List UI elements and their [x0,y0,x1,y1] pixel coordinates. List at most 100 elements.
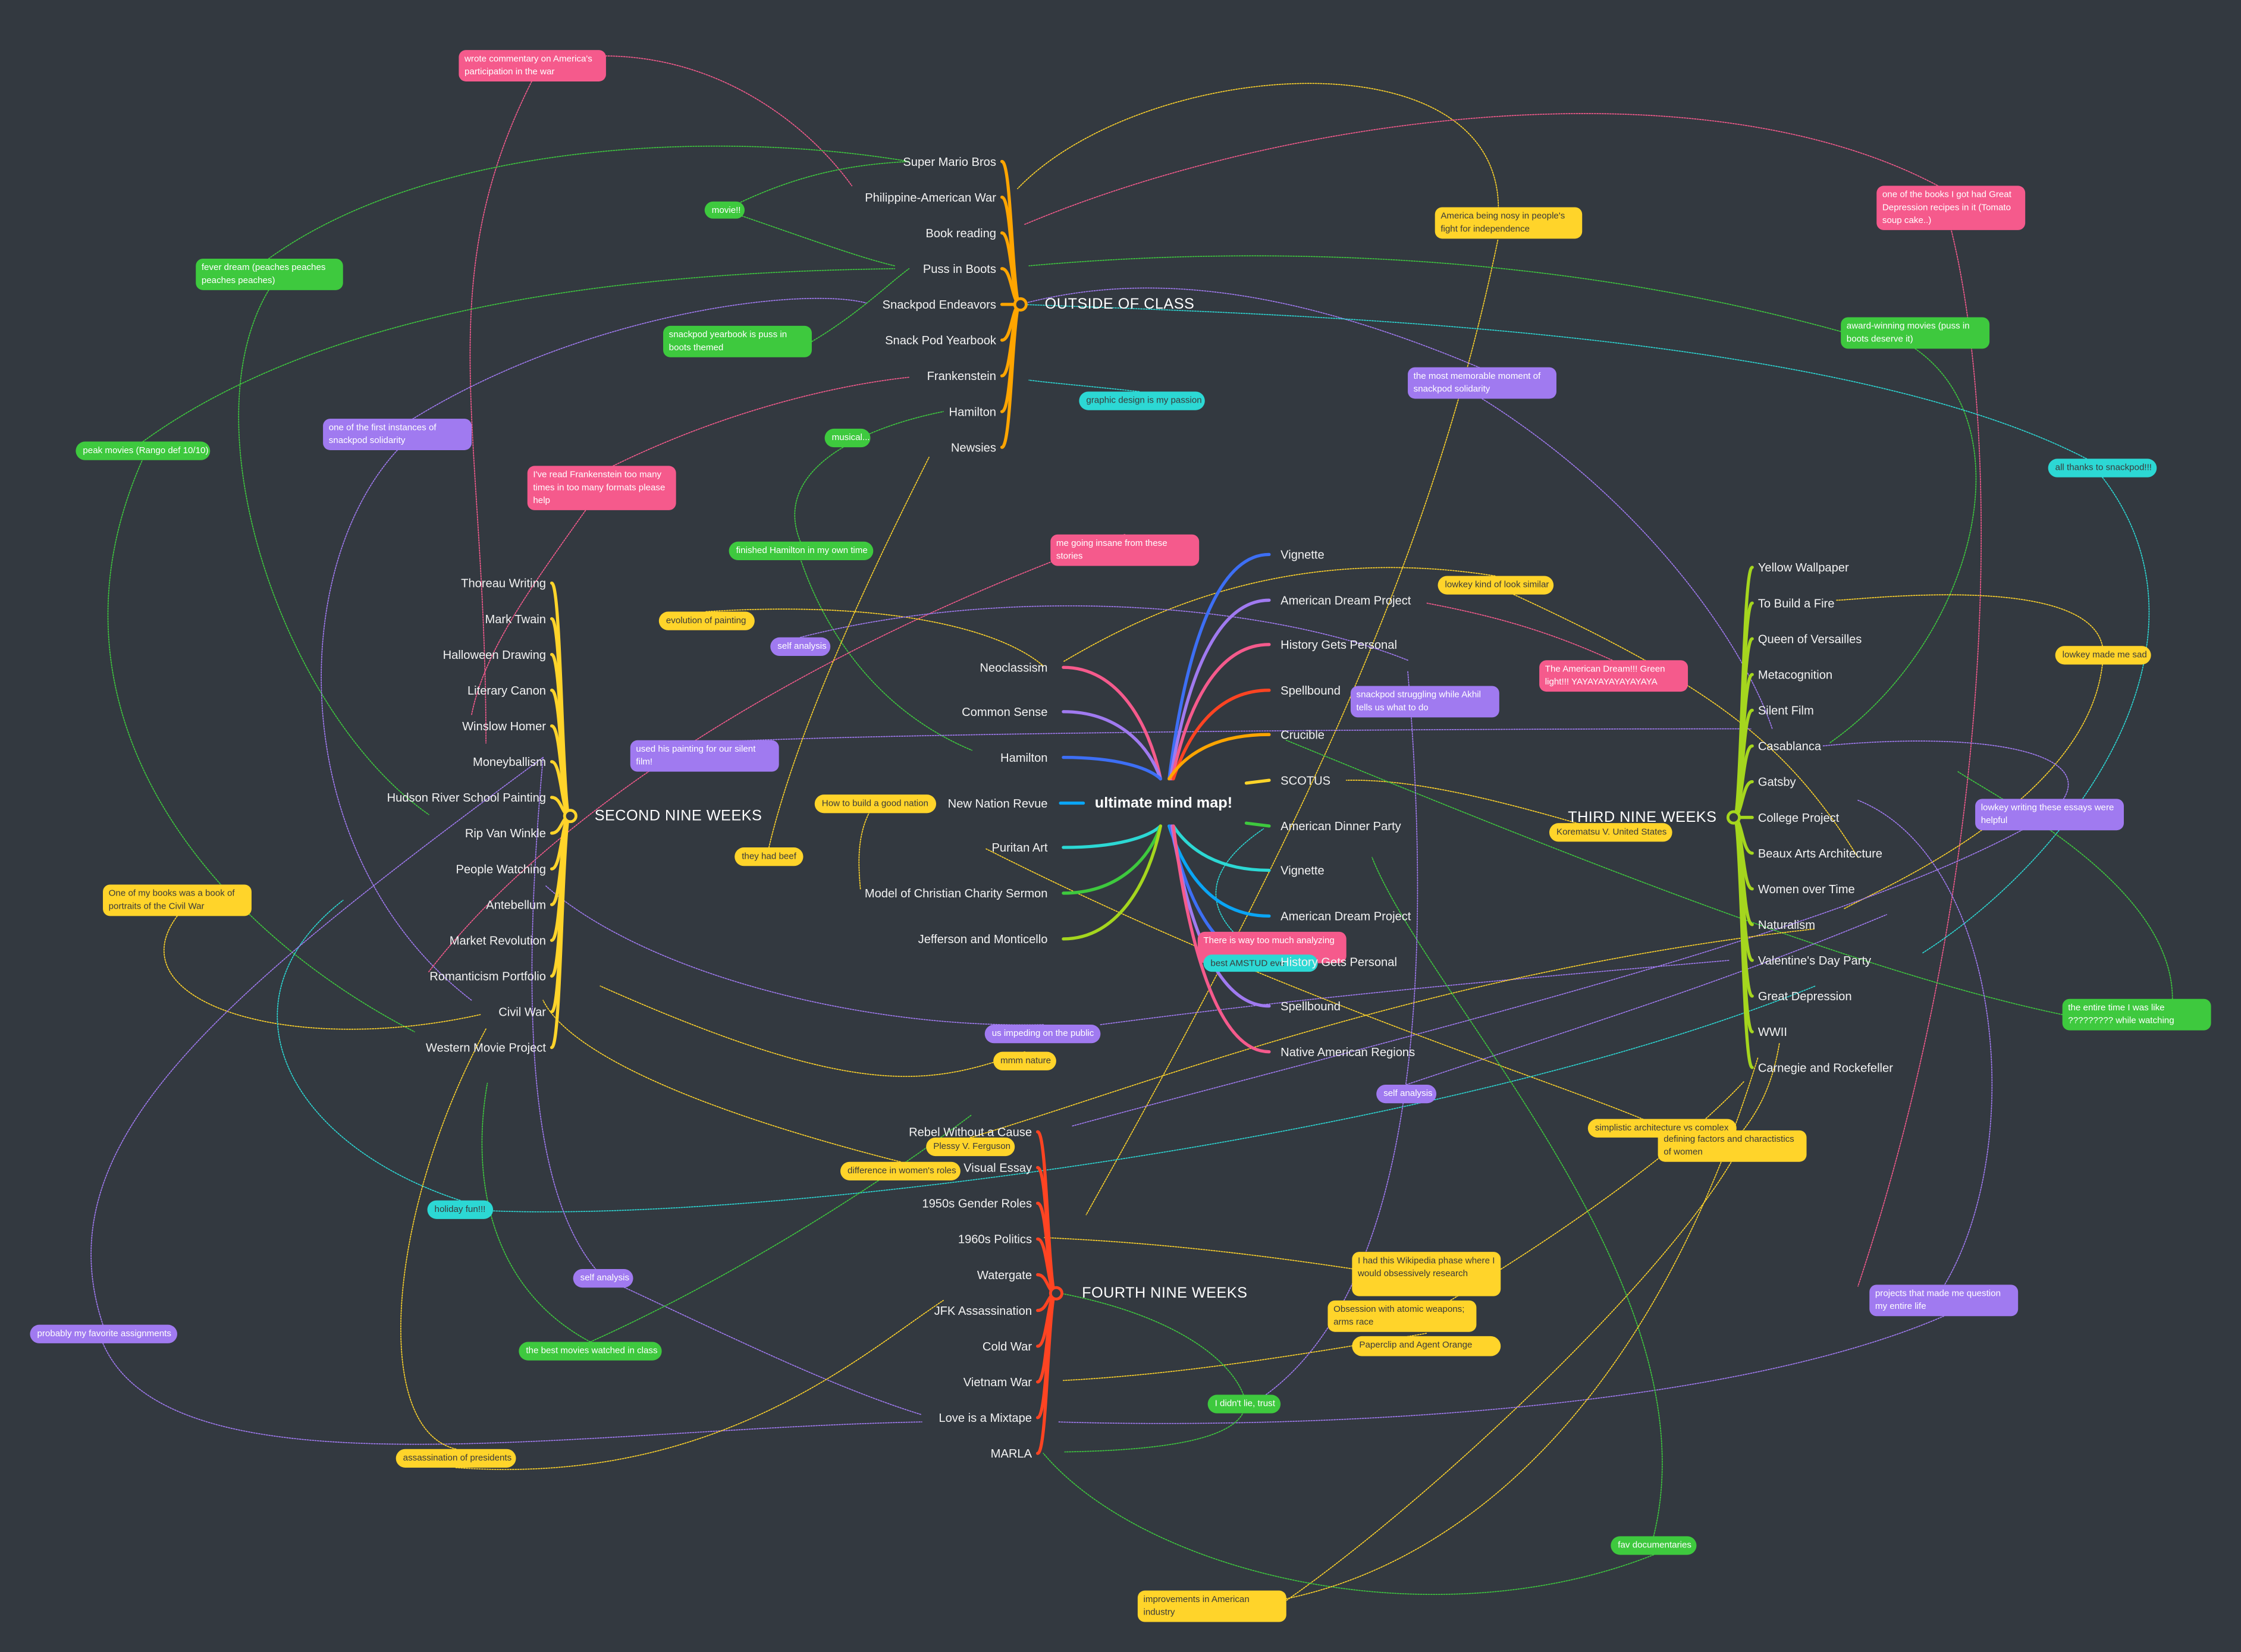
topic-american-dream-project[interactable]: American Dream Project [1280,593,1411,608]
item-antebellum[interactable]: Antebellum [486,897,546,912]
item-visual-essay[interactable]: Visual Essay [963,1160,1032,1175]
topic-hamilton[interactable]: Hamilton [1000,750,1048,765]
note-callout[interactable]: lowkey writing these essays were helpful [1975,799,2124,831]
note-callout[interactable]: finished Hamilton in my own time [729,541,874,561]
section-title-fourth-nine-weeks[interactable]: FOURTH NINE WEEKS [1082,1284,1248,1302]
item-book-reading[interactable]: Book reading [925,225,996,240]
topic-history-gets-personal[interactable]: History Gets Personal [1280,954,1397,969]
item-watergate[interactable]: Watergate [977,1267,1032,1282]
item-1950s-gender-roles[interactable]: 1950s Gender Roles [922,1196,1032,1211]
item-casablanca[interactable]: Casablanca [1757,739,1822,753]
note-callout[interactable]: one of the books I got had Great Depress… [1876,186,2026,230]
topic-scotus[interactable]: SCOTUS [1280,773,1331,788]
item-mark-twain[interactable]: Mark Twain [485,611,546,626]
note-callout[interactable]: they had beef [735,847,804,866]
item-halloween-drawing[interactable]: Halloween Drawing [442,647,546,662]
topic-new-nation-revue[interactable]: New Nation Revue [947,796,1048,811]
topic-native-american-regions[interactable]: Native American Regions [1280,1044,1415,1059]
topic-jefferson-and-monticello[interactable]: Jefferson and Monticello [918,931,1048,946]
section-title-outside-of-class[interactable]: OUTSIDE OF CLASS [1044,296,1195,313]
note-callout[interactable]: movie!! [704,201,745,219]
item-rip-van-winkle[interactable]: Rip Van Winkle [464,825,546,841]
topic-neoclassism[interactable]: Neoclassism [980,660,1048,675]
note-callout[interactable]: fever dream (peaches peaches peaches pea… [196,258,343,290]
topic-vignette[interactable]: Vignette [1280,547,1324,562]
item-metacognition[interactable]: Metacognition [1757,667,1833,682]
note-callout[interactable]: difference in women's roles [840,1161,961,1180]
topic-puritan-art[interactable]: Puritan Art [991,840,1048,855]
note-callout[interactable]: fav documentaries [1611,1536,1697,1555]
note-callout[interactable]: mmm nature [993,1051,1056,1070]
item-to-build-a-fire[interactable]: To Build a Fire [1757,596,1835,611]
item-beaux-arts-architecture[interactable]: Beaux Arts Architecture [1757,846,1883,860]
note-callout[interactable]: Paperclip and Agent Orange [1352,1336,1501,1356]
topic-american-dream-project[interactable]: American Dream Project [1280,909,1411,924]
item-yellow-wallpaper[interactable]: Yellow Wallpaper [1757,560,1849,575]
note-callout[interactable]: the best movies watched in class [519,1342,662,1361]
note-callout[interactable]: us impeding on the public [984,1025,1101,1044]
item-frankenstein[interactable]: Frankenstein [927,368,996,384]
item-market-revolution[interactable]: Market Revolution [449,933,546,948]
item-carnegie-and-rockefeller[interactable]: Carnegie and Rockefeller [1757,1060,1893,1075]
item-people-watching[interactable]: People Watching [456,862,546,877]
note-callout[interactable]: snackpod struggling while Akhil tells us… [1350,686,1499,718]
note-callout[interactable]: evolution of painting [658,611,755,630]
note-callout[interactable]: holiday fun!!! [427,1200,494,1219]
note-callout[interactable]: graphic design is my passion [1079,391,1205,410]
item-hamilton[interactable]: Hamilton [949,404,996,419]
note-callout[interactable]: award-winning movies (puss in boots dese… [1841,317,1990,349]
topic-american-dinner-party[interactable]: American Dinner Party [1280,818,1401,834]
note-callout[interactable]: wrote commentary on America's participat… [459,50,606,81]
note-callout[interactable]: Plessy V. Ferguson [926,1137,1015,1157]
note-callout[interactable]: Korematsu V. United States [1549,823,1672,842]
item-college-project[interactable]: College Project [1757,810,1840,825]
topic-spellbound[interactable]: Spellbound [1280,683,1341,698]
item-jfk-assassination[interactable]: JFK Assassination [934,1303,1032,1318]
note-callout[interactable]: one of the first instances of snackpod s… [323,419,472,450]
note-callout[interactable]: lowkey kind of look similar [1437,576,1554,595]
topic-vignette[interactable]: Vignette [1280,863,1324,878]
note-callout[interactable]: snackpod yearbook is puss in boots theme… [663,325,812,357]
collapse-node-icon[interactable] [563,809,577,824]
collapse-node-icon[interactable] [1049,1286,1063,1301]
item-queen-of-versailles[interactable]: Queen of Versailles [1757,632,1862,646]
item-valentine-s-day-party[interactable]: Valentine's Day Party [1757,953,1872,968]
item-winslow-homer[interactable]: Winslow Homer [462,718,546,733]
note-callout[interactable]: musical... [824,428,871,448]
item-moneyballism[interactable]: Moneyballism [472,754,546,769]
note-callout[interactable]: all thanks to snackpod!!! [2048,458,2157,478]
item-puss-in-boots[interactable]: Puss in Boots [922,261,996,276]
item-philippine-american-war[interactable]: Philippine-American War [865,190,996,205]
item-vietnam-war[interactable]: Vietnam War [963,1374,1032,1389]
note-callout[interactable]: assassination of presidents [396,1449,516,1468]
note-callout[interactable]: self analysis [573,1268,633,1288]
item-cold-war[interactable]: Cold War [982,1339,1032,1353]
topic-crucible[interactable]: Crucible [1280,727,1325,742]
section-title-second-nine-weeks[interactable]: SECOND NINE WEEKS [594,807,762,825]
item-naturalism[interactable]: Naturalism [1757,917,1816,932]
item-rebel-without-a-cause[interactable]: Rebel Without a Cause [909,1125,1032,1139]
item-wwii[interactable]: WWII [1757,1025,1788,1039]
note-callout[interactable]: I didn't lie, trust [1207,1395,1281,1414]
item-snackpod-endeavors[interactable]: Snackpod Endeavors [882,297,996,312]
item-romanticism-portfolio[interactable]: Romanticism Portfolio [429,969,546,984]
note-callout[interactable]: projects that made me question my entire… [1869,1284,2019,1317]
item-western-movie-project[interactable]: Western Movie Project [425,1040,546,1055]
item-marla[interactable]: MARLA [990,1446,1032,1461]
note-callout[interactable]: me going insane from these stories [1050,534,1200,566]
note-callout[interactable]: America being nosy in people's fight for… [1435,207,1583,239]
item-thoreau-writing[interactable]: Thoreau Writing [461,576,546,591]
item-newsies[interactable]: Newsies [950,440,996,455]
item-great-depression[interactable]: Great Depression [1757,988,1852,1003]
note-callout[interactable]: probably my favorite assignments [30,1324,177,1343]
note-callout[interactable]: best AMSTUD eve [1203,954,1318,972]
item-love-is-a-mixtape[interactable]: Love is a Mixtape [939,1410,1032,1425]
note-callout[interactable]: used his painting for our silent film! [630,740,779,772]
topic-model-of-christian-charity-sermon[interactable]: Model of Christian Charity Sermon [864,885,1048,900]
item-snack-pod-yearbook[interactable]: Snack Pod Yearbook [885,332,996,347]
item-literary-canon[interactable]: Literary Canon [467,683,546,698]
note-callout[interactable]: One of my books was a book of portraits … [103,884,252,916]
collapse-node-icon[interactable] [1726,810,1741,825]
item-civil-war[interactable]: Civil War [498,1004,546,1019]
